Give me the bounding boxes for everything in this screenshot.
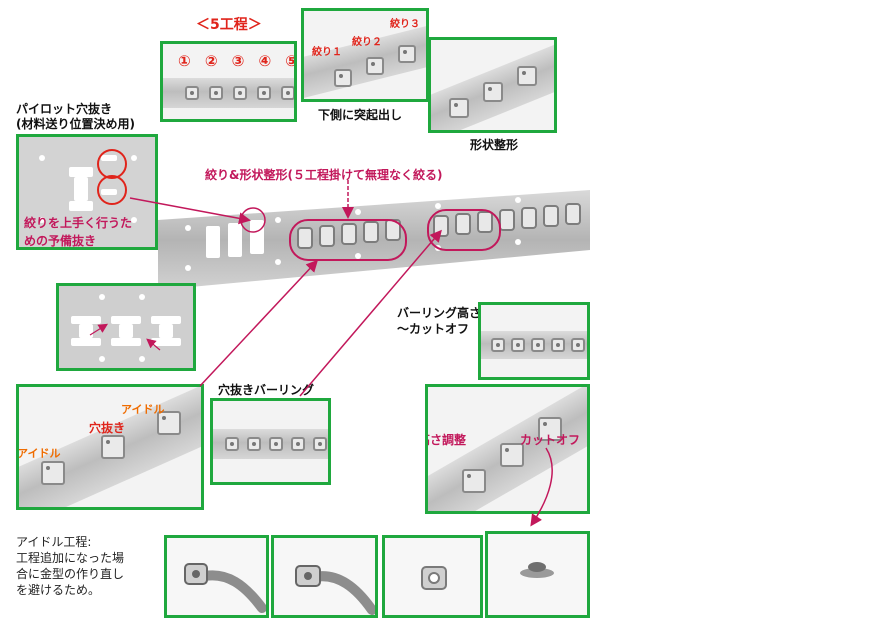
product-photo-3 <box>382 535 483 618</box>
pre-blank-photo <box>56 283 196 371</box>
arrow-idle <box>199 259 319 387</box>
height-cutoff-photo: 高さ調整 カットオフ <box>425 384 590 514</box>
idle-note-line1: アイドル工程: <box>16 535 92 549</box>
shape-forming-photo <box>428 37 557 133</box>
product-photo-1 <box>164 535 269 618</box>
bent-part-drawing <box>295 565 375 615</box>
step-number: ⑤ <box>285 52 297 70</box>
downward-label: 下側に突起出し <box>318 108 403 122</box>
draw-steps-photo: 絞り１ 絞り２ 絞り３ <box>301 8 429 102</box>
draw1-label: 絞り１ <box>312 47 342 58</box>
idle-label-b: アイドル <box>17 447 61 460</box>
step-number: ④ <box>258 52 272 70</box>
five-steps-title: ＜5工程＞ <box>196 17 262 33</box>
idle-label-a: アイドル <box>121 403 165 416</box>
idle-punch-photo: アイドル 穴抜き アイドル <box>16 384 204 510</box>
burring-height-photo <box>478 302 590 380</box>
main-strip-drawing <box>158 190 590 290</box>
shape-forming-label: 形状整形 <box>470 138 519 152</box>
product-photo-4 <box>485 531 590 618</box>
pilot-title: パイロット穴抜き <box>16 102 113 116</box>
draw3-label: 絞り３ <box>390 19 420 30</box>
step-number: ① <box>178 52 191 70</box>
pilot-circle-bottom <box>97 175 127 205</box>
step-number: ② <box>204 52 218 70</box>
idle-note-line2: 工程追加になった場 <box>16 551 125 565</box>
step-number: ③ <box>231 52 245 70</box>
arrow-blank-a <box>89 323 109 336</box>
cutoff-label: カットオフ <box>520 433 581 447</box>
step-numbers: ① ② ③ ④ ⑤ <box>178 52 297 70</box>
main-strip-photo <box>158 190 590 290</box>
bent-part-drawing <box>184 563 266 613</box>
punch-burring-photo <box>210 398 331 485</box>
burring-height-line2: ～カットオフ <box>397 322 470 336</box>
product-photo-2 <box>271 535 378 618</box>
pre-hole-line1: 絞りを上手く行うた <box>24 216 133 230</box>
draw2-label: 絞り２ <box>352 37 382 48</box>
arrow-burring <box>299 229 442 397</box>
idle-note: アイドル工程: 工程追加になった場 合に金型の作り直し を避けるため。 <box>16 534 124 598</box>
pilot-hole-photo <box>16 134 158 250</box>
arrow-pilot <box>129 197 251 225</box>
five-steps-photo: ① ② ③ ④ ⑤ <box>160 41 297 122</box>
main-caption: 絞り&形状整形(５工程掛けて無理なく絞る) <box>205 168 443 182</box>
arrow-blank-b <box>146 338 161 351</box>
idle-note-line3: 合に金型の作り直し <box>16 567 125 581</box>
height-adjust-label: 高さ調整 <box>428 433 467 447</box>
idle-note-line4: を避けるため。 <box>16 583 101 597</box>
punch-burring-label: 穴抜きバーリング <box>218 383 315 397</box>
punch-label: 穴抜き <box>89 421 126 435</box>
arrow-cutoff <box>530 447 553 527</box>
pre-hole-line2: めの予備抜き <box>24 234 97 248</box>
pilot-subtitle: (材料送り位置決め用) <box>16 117 135 131</box>
